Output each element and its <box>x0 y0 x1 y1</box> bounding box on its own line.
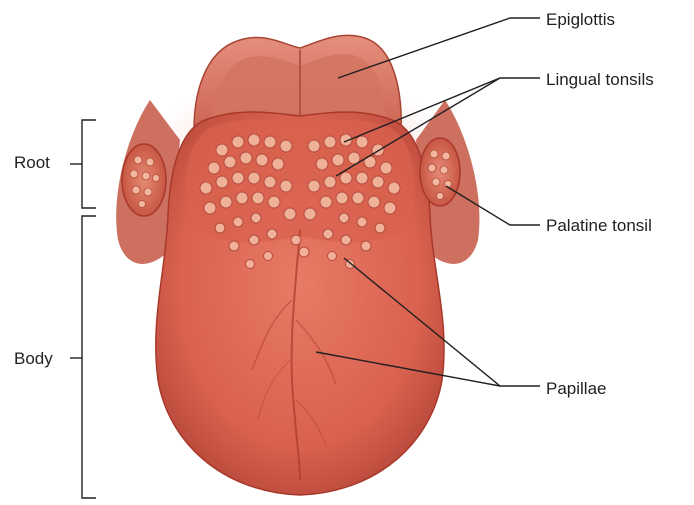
label-papillae: Papillae <box>546 379 607 399</box>
body-bracket <box>82 216 96 498</box>
region-brackets <box>70 120 96 498</box>
left-palatine-tonsil <box>122 144 166 216</box>
label-epiglottis: Epiglottis <box>546 10 615 30</box>
label-root: Root <box>14 153 50 173</box>
label-lingual-tonsils: Lingual tonsils <box>546 70 654 90</box>
label-palatine-tonsil: Palatine tonsil <box>546 216 652 236</box>
label-body: Body <box>14 349 53 369</box>
root-bracket <box>82 120 96 208</box>
right-palatine-tonsil <box>420 138 460 206</box>
